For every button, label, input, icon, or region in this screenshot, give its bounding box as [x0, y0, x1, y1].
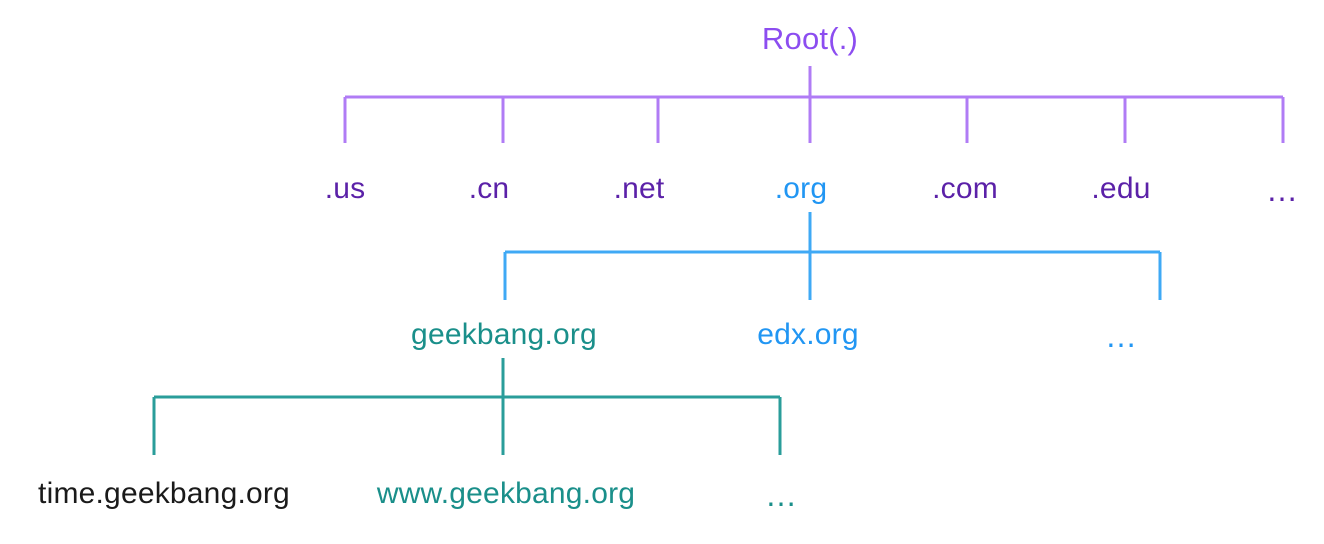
- node-com: .com: [932, 172, 998, 205]
- node-net: .net: [613, 172, 665, 205]
- node-tld-more: …: [1266, 172, 1300, 208]
- node-us: .us: [324, 172, 366, 205]
- node-time-geekbang: time.geekbang.org: [38, 477, 290, 510]
- node-root: Root(.): [761, 21, 859, 56]
- node-edx-org: edx.org: [757, 318, 859, 351]
- node-geekbang-org: geekbang.org: [411, 318, 597, 351]
- node-www-geekbang: www.geekbang.org: [376, 477, 636, 510]
- node-sld-more: …: [1105, 318, 1139, 354]
- node-cn: .cn: [468, 172, 510, 205]
- node-host-more: …: [765, 477, 799, 513]
- node-edu: .edu: [1091, 172, 1151, 205]
- node-org: .org: [774, 172, 828, 205]
